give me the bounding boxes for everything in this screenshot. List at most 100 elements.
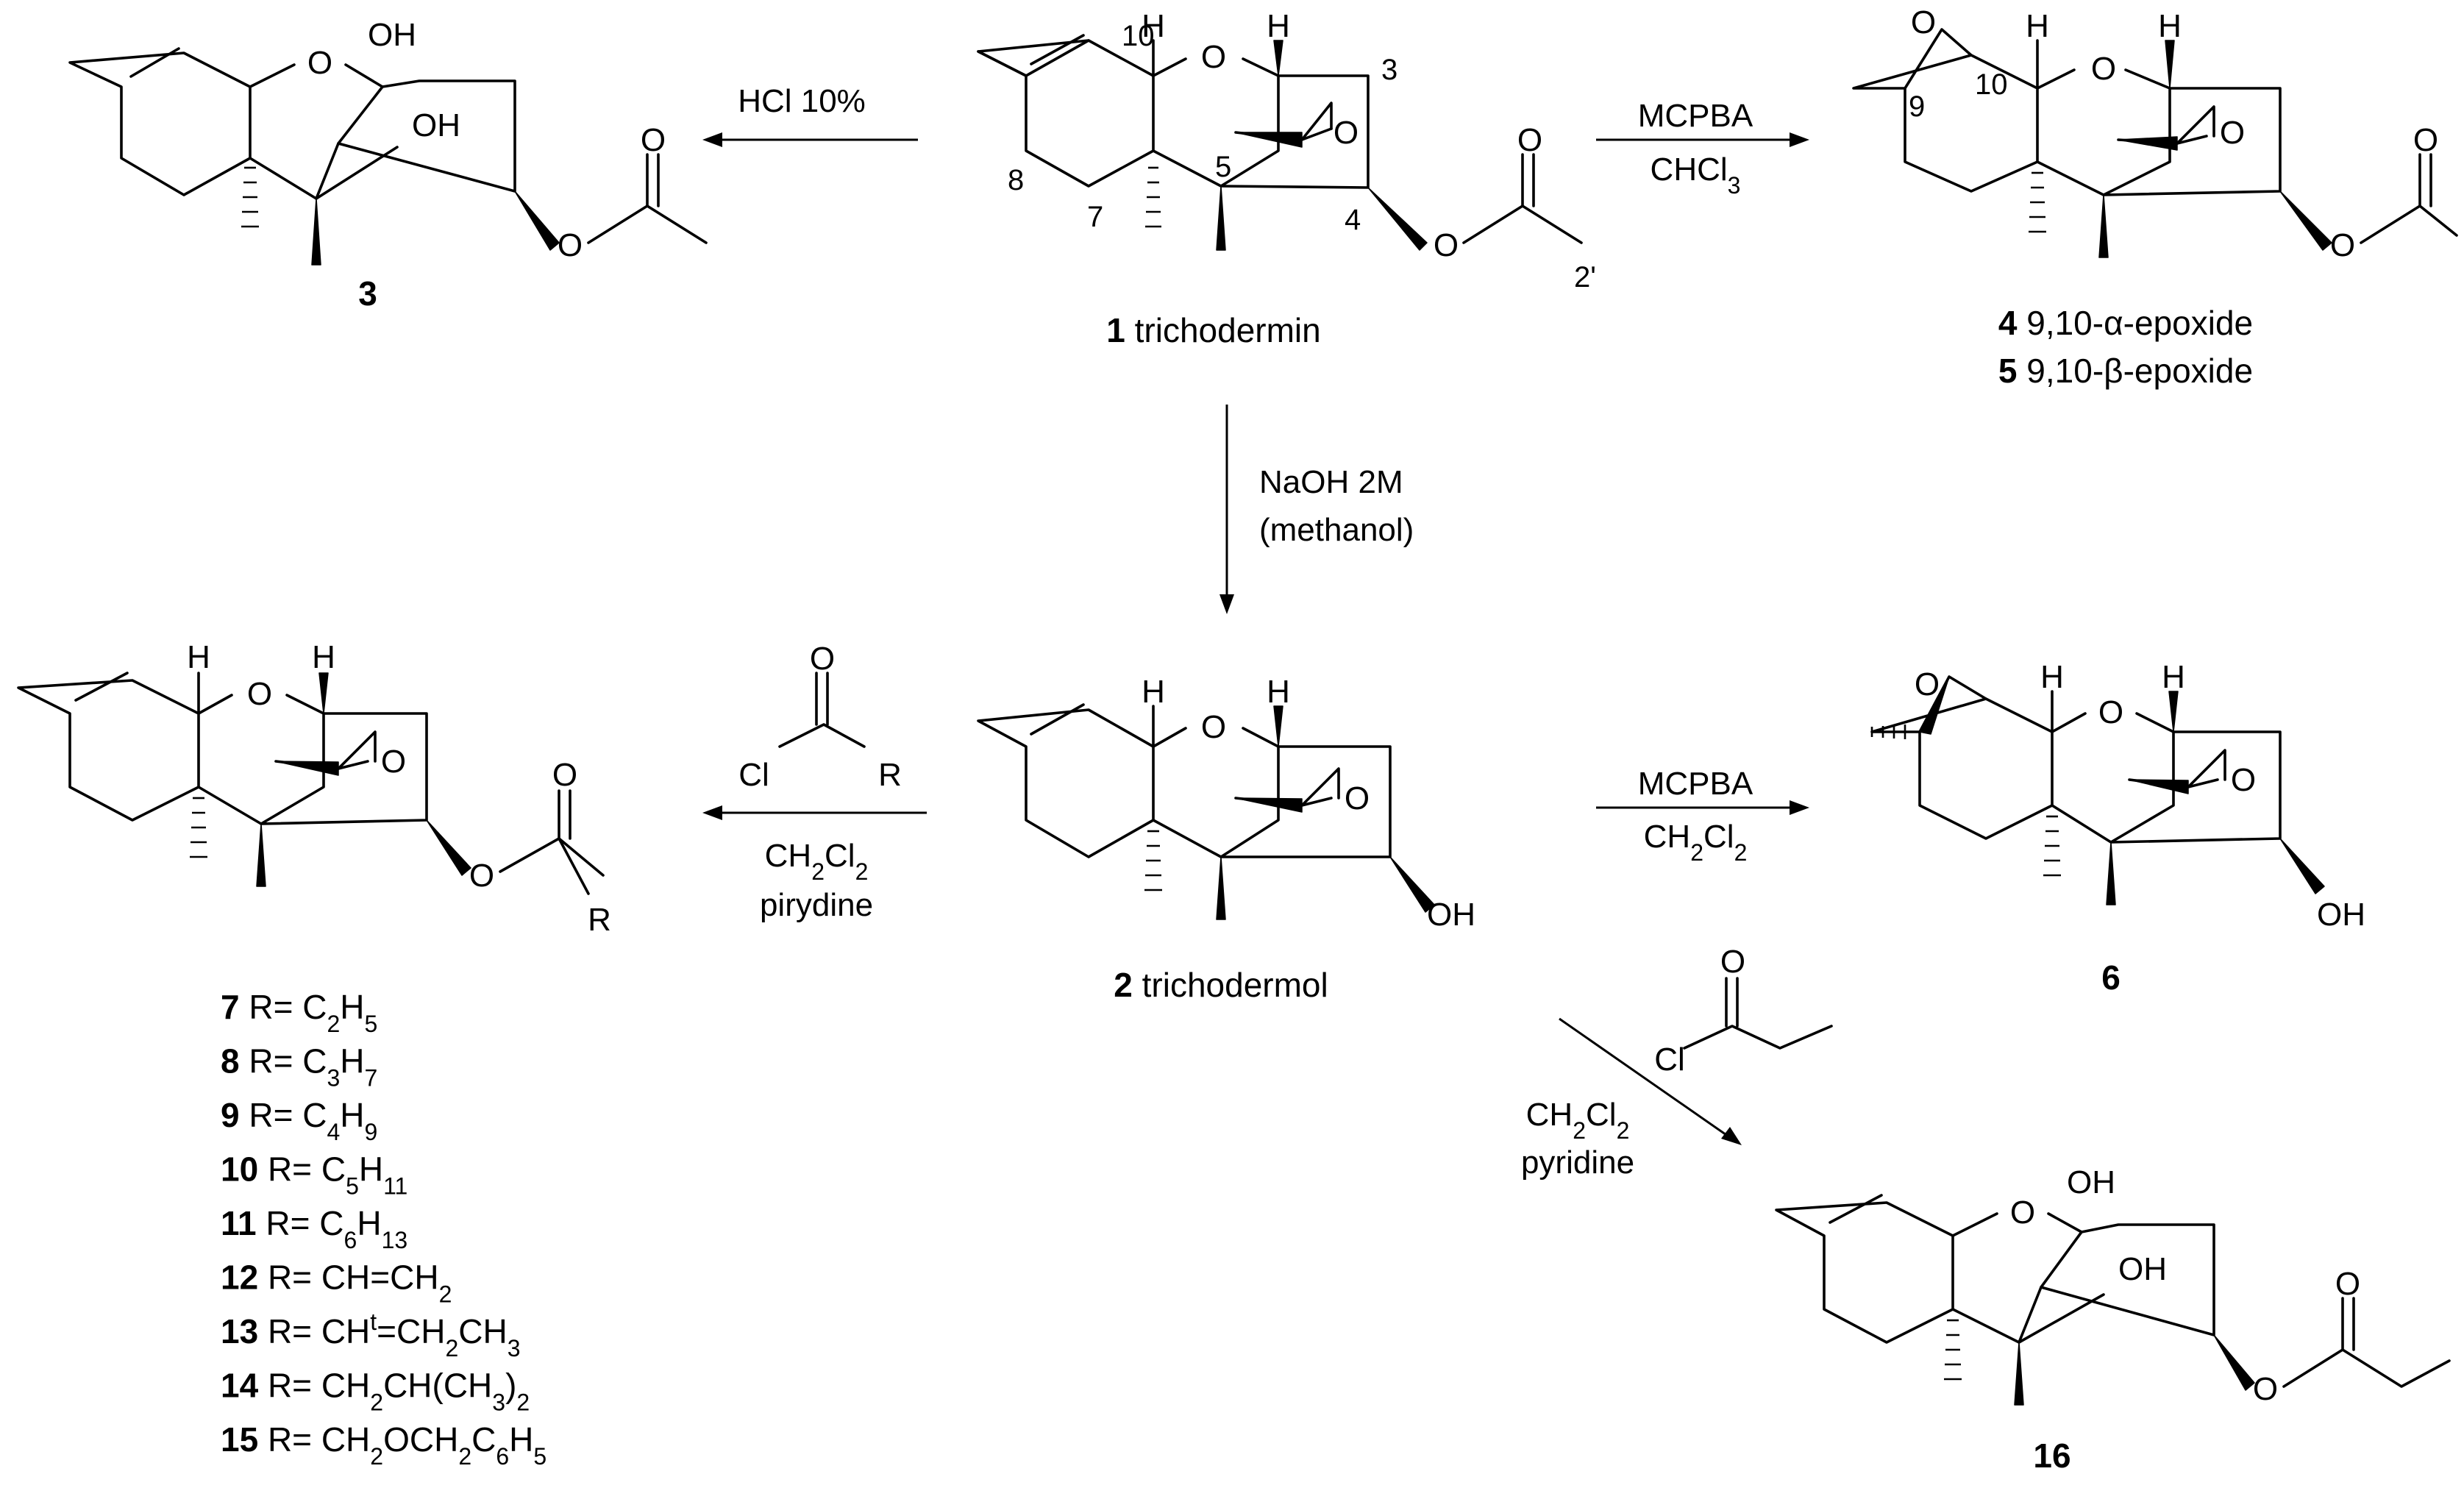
atom-o: O <box>641 122 666 158</box>
atom-h: H <box>1142 674 1165 710</box>
atom-o: O <box>2330 227 2355 263</box>
arrow-1-to-2: NaOH 2M (methanol) <box>1219 405 1414 614</box>
compound-number: 5 <box>1998 352 2018 390</box>
arrow-2-to-7-15: O Cl R CH2Cl2 pirydine <box>702 641 927 923</box>
ester-compound-10: 10 R= C5H11 <box>221 1150 407 1200</box>
ester-compound-9: 9 R= C4H9 <box>221 1096 377 1145</box>
atom-oh: OH <box>368 17 416 53</box>
solvent-methanol: (methanol) <box>1259 512 1414 548</box>
atom-o: O <box>1434 227 1459 263</box>
atom-h: H <box>2026 8 2049 44</box>
base-pyridine: pyridine <box>1521 1145 1634 1181</box>
arrow-1-to-3: HCl 10% <box>702 83 918 147</box>
compound-3-structure: O OH OH O O <box>68 17 708 266</box>
atom-o: O <box>2091 51 2116 87</box>
reagent-mcpba: MCPBA <box>1638 766 1753 802</box>
solvent-ch2cl2: CH2Cl2 <box>1526 1097 1630 1144</box>
atom-o: O <box>2253 1371 2278 1407</box>
atom-o: O <box>1911 4 1936 40</box>
reagent-mcpba: MCPBA <box>1638 98 1753 134</box>
atom-o: O <box>558 227 583 263</box>
atom-h: H <box>187 639 210 675</box>
ester-compound-13: 13 R= CHt=CH2CH3 <box>221 1309 521 1361</box>
atom-o: O <box>1334 115 1359 151</box>
solvent-ch2cl2: CH2Cl2 <box>765 838 869 885</box>
ester-compound-15: 15 R= CH2OCH2C6H5 <box>221 1420 546 1470</box>
atom-cl: Cl <box>1654 1042 1685 1078</box>
ester-compound-8: 8 R= C3H7 <box>221 1042 377 1092</box>
label-c5: 5 <box>1215 151 1231 183</box>
atom-h: H <box>1267 8 1290 44</box>
atom-o: O <box>2413 122 2438 158</box>
base-pirydine: pirydine <box>760 887 873 923</box>
compound-number: 2 <box>1114 966 1133 1004</box>
compound-4-5-structure: O H H O O O O 9 10 <box>1852 4 2458 263</box>
compound-2-structure: H H O O OH <box>977 674 1475 933</box>
atom-oh: OH <box>1427 897 1475 933</box>
atom-o: O <box>1517 122 1542 158</box>
atom-oh: OH <box>2067 1164 2115 1200</box>
atom-o: O <box>1201 39 1226 75</box>
ester-compound-14: 14 R= CH2CH(CH3)2 <box>221 1367 530 1416</box>
atom-o: O <box>469 858 494 894</box>
atom-oh: OH <box>2118 1251 2167 1287</box>
label-c4: 4 <box>1345 204 1361 236</box>
atom-h: H <box>2040 659 2064 695</box>
compound-number: 1 <box>1106 311 1125 349</box>
compound-number: 4 <box>1998 304 2018 342</box>
arrow-2-to-16: O Cl CH2Cl2 pyridine <box>1521 944 1833 1181</box>
compound-name: trichodermol <box>1142 966 1328 1004</box>
reagent-naoh: NaOH 2M <box>1259 464 1403 500</box>
atom-o: O <box>552 757 577 793</box>
atom-o: O <box>2010 1195 2035 1231</box>
compound-2-label: 2 trichodermol <box>1114 966 1328 1004</box>
atom-o: O <box>307 45 332 81</box>
atom-o: O <box>2098 694 2123 730</box>
atom-o: O <box>1201 709 1226 745</box>
compound-4-label: 4 9,10-α-epoxide <box>1998 304 2253 342</box>
compound-16-label: 16 <box>2033 1437 2070 1475</box>
atom-h: H <box>1267 674 1290 710</box>
compound-6-label: 6 <box>2101 958 2121 997</box>
label-c10: 10 <box>1975 68 2008 101</box>
atom-h: H <box>312 639 335 675</box>
arrow-2-to-6: MCPBA CH2Cl2 <box>1596 766 1809 866</box>
reagent-hcl: HCl 10% <box>738 83 866 119</box>
compound-3-label: 3 <box>358 274 377 313</box>
label-c3: 3 <box>1381 54 1397 86</box>
label-c9: 9 <box>1909 90 1925 123</box>
label-c2prime: 2' <box>1574 261 1596 293</box>
atom-r: R <box>878 757 902 793</box>
label-c7: 7 <box>1087 201 1103 233</box>
atom-r: R <box>588 902 611 938</box>
atom-h: H <box>2158 8 2182 44</box>
atom-h: H <box>2162 659 2185 695</box>
atom-oh: OH <box>2317 897 2365 933</box>
compound-6-structure: O H H O O OH <box>1870 659 2365 933</box>
compound-7-15-structure: H H O O O O R <box>17 639 611 938</box>
compound-desc: 9,10-β-epoxide <box>2026 352 2253 390</box>
atom-o: O <box>810 641 835 677</box>
solvent-ch2cl2: CH2Cl2 <box>1644 819 1748 866</box>
atom-o: O <box>2220 115 2245 151</box>
compound-desc: 9,10-α-epoxide <box>2026 304 2253 342</box>
ester-compound-11: 11 R= C6H13 <box>221 1204 407 1253</box>
atom-o: O <box>2231 762 2256 798</box>
atom-o: O <box>381 744 406 780</box>
atom-h: H <box>1142 8 1165 44</box>
ester-compound-12: 12 R= CH=CH2 <box>221 1259 452 1308</box>
compound-1-structure: H H O O O O 10 3 8 7 5 4 2' <box>977 8 1596 293</box>
compound-1-label: 1 trichodermin <box>1106 311 1320 349</box>
atom-o: O <box>1915 666 1940 702</box>
label-c8: 8 <box>1008 164 1024 196</box>
compound-5-label: 5 9,10-β-epoxide <box>1998 352 2253 390</box>
solvent-chcl3: CHCl3 <box>1651 152 1741 199</box>
compound-16-structure: O OH OH O O <box>1775 1164 2451 1407</box>
atom-o: O <box>2335 1266 2360 1302</box>
compound-name: trichodermin <box>1135 311 1321 349</box>
ester-compound-7: 7 R= C2H5 <box>221 988 377 1037</box>
arrow-1-to-4-5: MCPBA CHCl3 <box>1596 98 1809 199</box>
atom-o: O <box>1345 780 1370 816</box>
